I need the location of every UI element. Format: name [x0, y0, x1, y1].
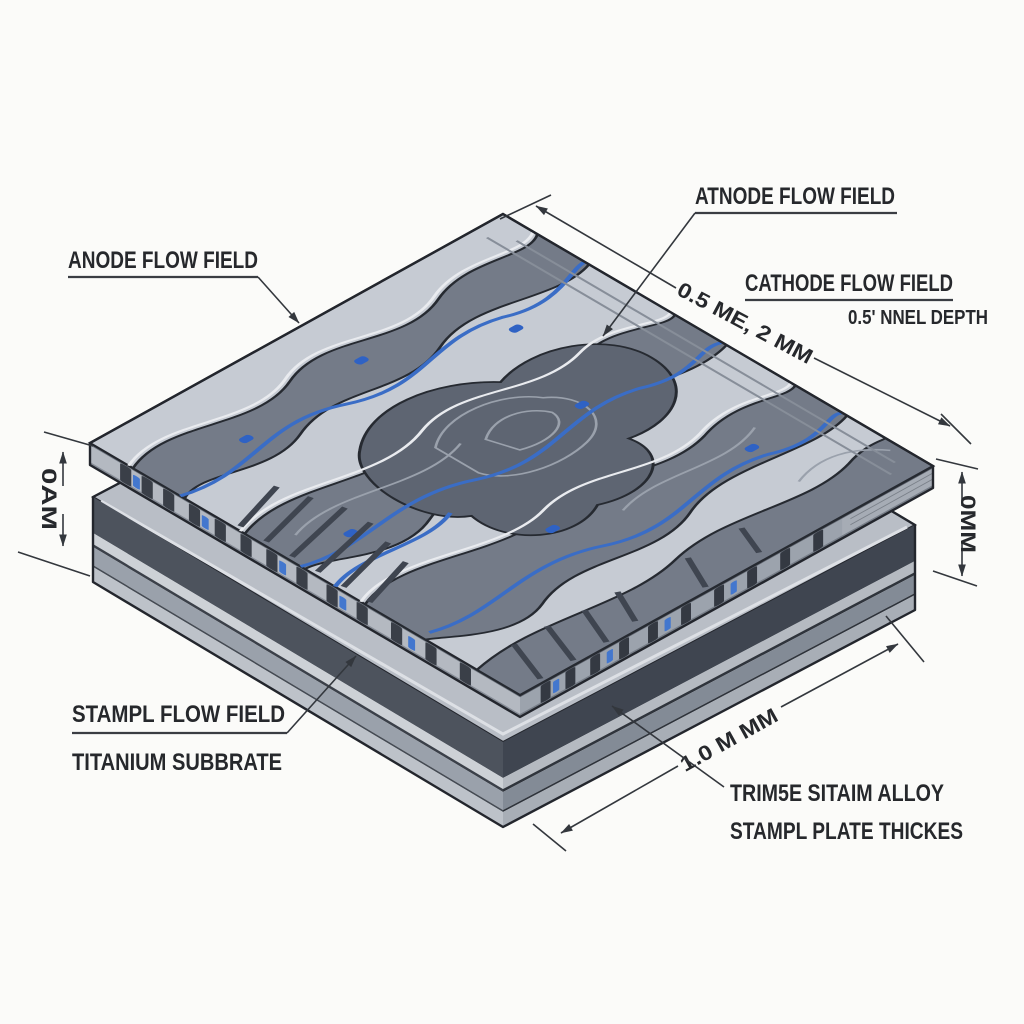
stamped-plate — [87, 212, 936, 719]
atnode-flow-field-label: ATNODE FLOW FIELD — [695, 183, 895, 210]
edge-ribs — [237, 485, 763, 680]
titanium-substrate-label: TITANIUM SUBBRATE — [72, 749, 282, 776]
ridge-highlights — [127, 231, 793, 603]
edge-grooves — [485, 237, 897, 476]
dimension-right-value: 0MM — [956, 495, 979, 553]
anode-leader-arrow — [257, 276, 300, 324]
stamped-plate-outline — [88, 212, 935, 719]
substrate-top-face-highlight — [100, 499, 908, 736]
substrate-plate — [90, 278, 918, 829]
anode-flow-field-label: ANODE FLOW FIELD — [68, 247, 258, 274]
cathode-flow-field-label: CATHODE FLOW FIELD — [745, 270, 953, 297]
stamped-leader-arrow — [286, 655, 357, 734]
atnode-leader-arrow — [602, 212, 696, 337]
contour-lines — [294, 396, 891, 536]
alloy-label-line1: TRIM5E SITAIM ALLOY — [730, 780, 944, 807]
port-markers — [238, 324, 760, 538]
alloy-label-line2: STAMPL PLATE THICKES — [730, 818, 963, 845]
dimension-right-gap: 0MM — [932, 458, 979, 587]
rib-gaps — [120, 463, 471, 686]
rib-coolant-drips — [133, 474, 416, 651]
dimension-left-value: 0AM — [37, 468, 60, 530]
dimension-left-thickness: 0AM — [17, 431, 94, 577]
flow-field-top-face — [87, 212, 936, 697]
substrate-front-left-face — [93, 497, 503, 828]
rib-coolant-drips — [553, 580, 737, 694]
substrate-front-right-face — [503, 524, 915, 827]
coolant-channel-lines — [179, 260, 844, 634]
channel-depth-label: 0.5' NNEL DEPTH — [848, 307, 988, 329]
stamped-flow-field-label: STAMPL FLOW FIELD — [72, 701, 285, 728]
alloy-leader-arrow — [611, 705, 725, 788]
rib-gaps — [540, 529, 824, 703]
channel-floors — [131, 232, 936, 697]
